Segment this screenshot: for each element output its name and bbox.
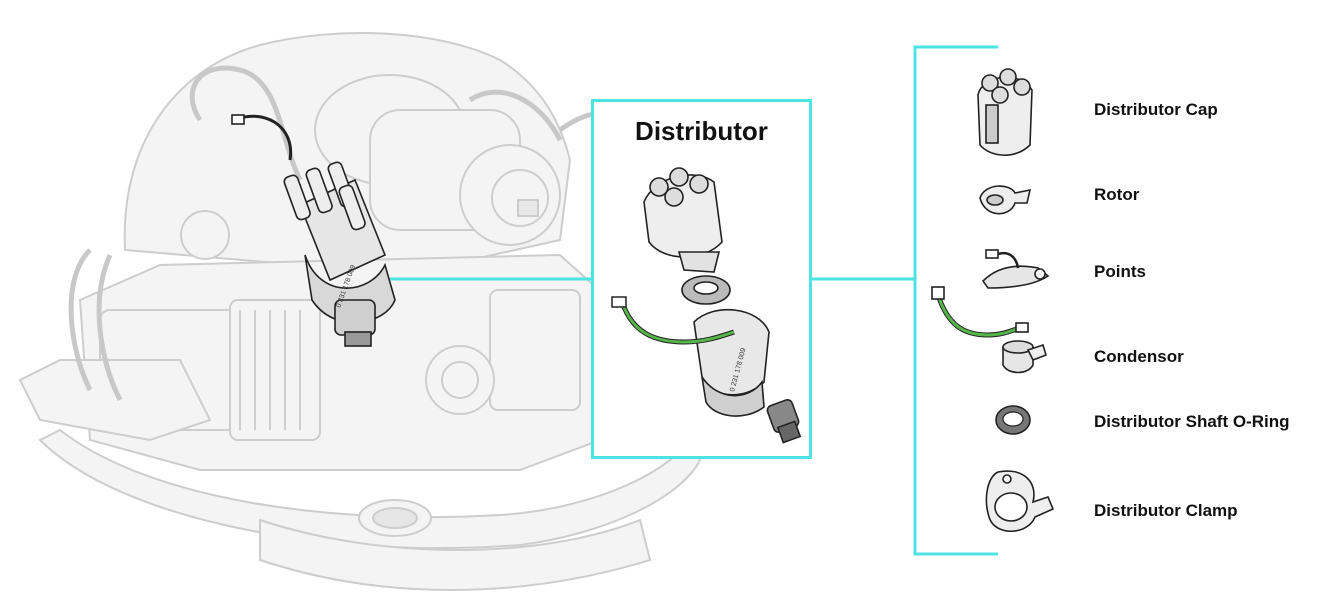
distributor-exploded-view: 0 231 178 009 [611,167,802,444]
condensor-icon [931,286,1047,374]
part-label-distributor-clamp: Distributor Clamp [1094,501,1238,520]
points-icon [981,249,1050,289]
distributor-callout: Distributor 0 231 178 009 [591,99,812,459]
part-label-points: Points [1094,262,1146,281]
rotor-icon [979,185,1032,215]
distributor-cap-icon [977,68,1033,156]
distributor-clamp-icon [985,470,1055,532]
part-label-distributor-cap: Distributor Cap [1094,100,1218,119]
part-label-rotor: Rotor [1094,185,1140,204]
callout-title: Distributor [635,116,768,146]
part-label-o-ring: Distributor Shaft O-Ring [1094,412,1290,431]
part-label-condensor: Condensor [1094,347,1184,366]
o-ring-icon [995,405,1031,435]
